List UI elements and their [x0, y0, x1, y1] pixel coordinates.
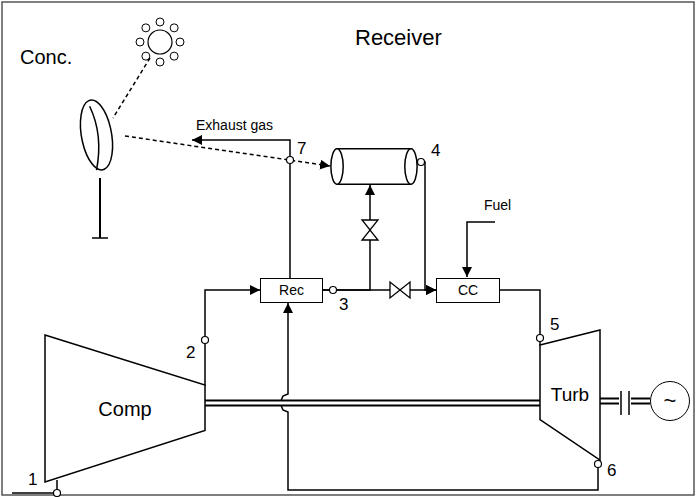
fuel-line	[467, 222, 495, 277]
generator-circle: ~	[650, 381, 690, 421]
shaft-core	[205, 402, 540, 405]
component-heading: Conc.	[20, 46, 72, 68]
valve-symbol	[362, 220, 378, 240]
valve-symbol	[390, 282, 410, 298]
stream-label: Exhaust gas	[196, 118, 273, 132]
component-label: ~	[664, 389, 677, 413]
callout-number: 7	[297, 140, 306, 157]
callout-number: 6	[607, 462, 616, 479]
exhaust-line	[192, 140, 290, 278]
concentrator-dish: Conc.	[68, 98, 125, 180]
component-label: Turb	[551, 385, 589, 406]
coupling-symbol	[619, 390, 631, 416]
stream-label: Fuel	[484, 198, 511, 212]
callout-number: 1	[28, 471, 37, 488]
compressor: Comp	[45, 335, 205, 482]
callout-number: 3	[339, 296, 348, 313]
concentrator-dish-outline	[68, 98, 125, 180]
flow-line	[205, 290, 260, 386]
solar-receiver: Receiver	[330, 148, 418, 185]
callout-number: 2	[186, 344, 195, 361]
flow-line	[500, 290, 540, 346]
callout-number: 4	[431, 142, 440, 159]
flow-line	[418, 162, 436, 290]
solar-receiver-outline	[330, 148, 418, 185]
sun-ray	[113, 58, 150, 118]
component-label: Comp	[98, 398, 151, 420]
shaft-line	[205, 400, 540, 407]
sun-symbol	[136, 18, 184, 66]
dish-stand	[99, 178, 101, 238]
turbine: Turb	[540, 330, 600, 460]
dish-foot	[92, 237, 108, 239]
solar-beam	[125, 136, 330, 166]
combustor-box: CC	[436, 278, 500, 303]
recuperator-box: Rec	[260, 278, 323, 303]
component-label: Rec	[279, 283, 304, 298]
component-label: CC	[458, 283, 478, 298]
component-heading: Receiver	[355, 26, 442, 50]
callout-number: 5	[550, 316, 559, 333]
flow-line	[323, 185, 370, 290]
